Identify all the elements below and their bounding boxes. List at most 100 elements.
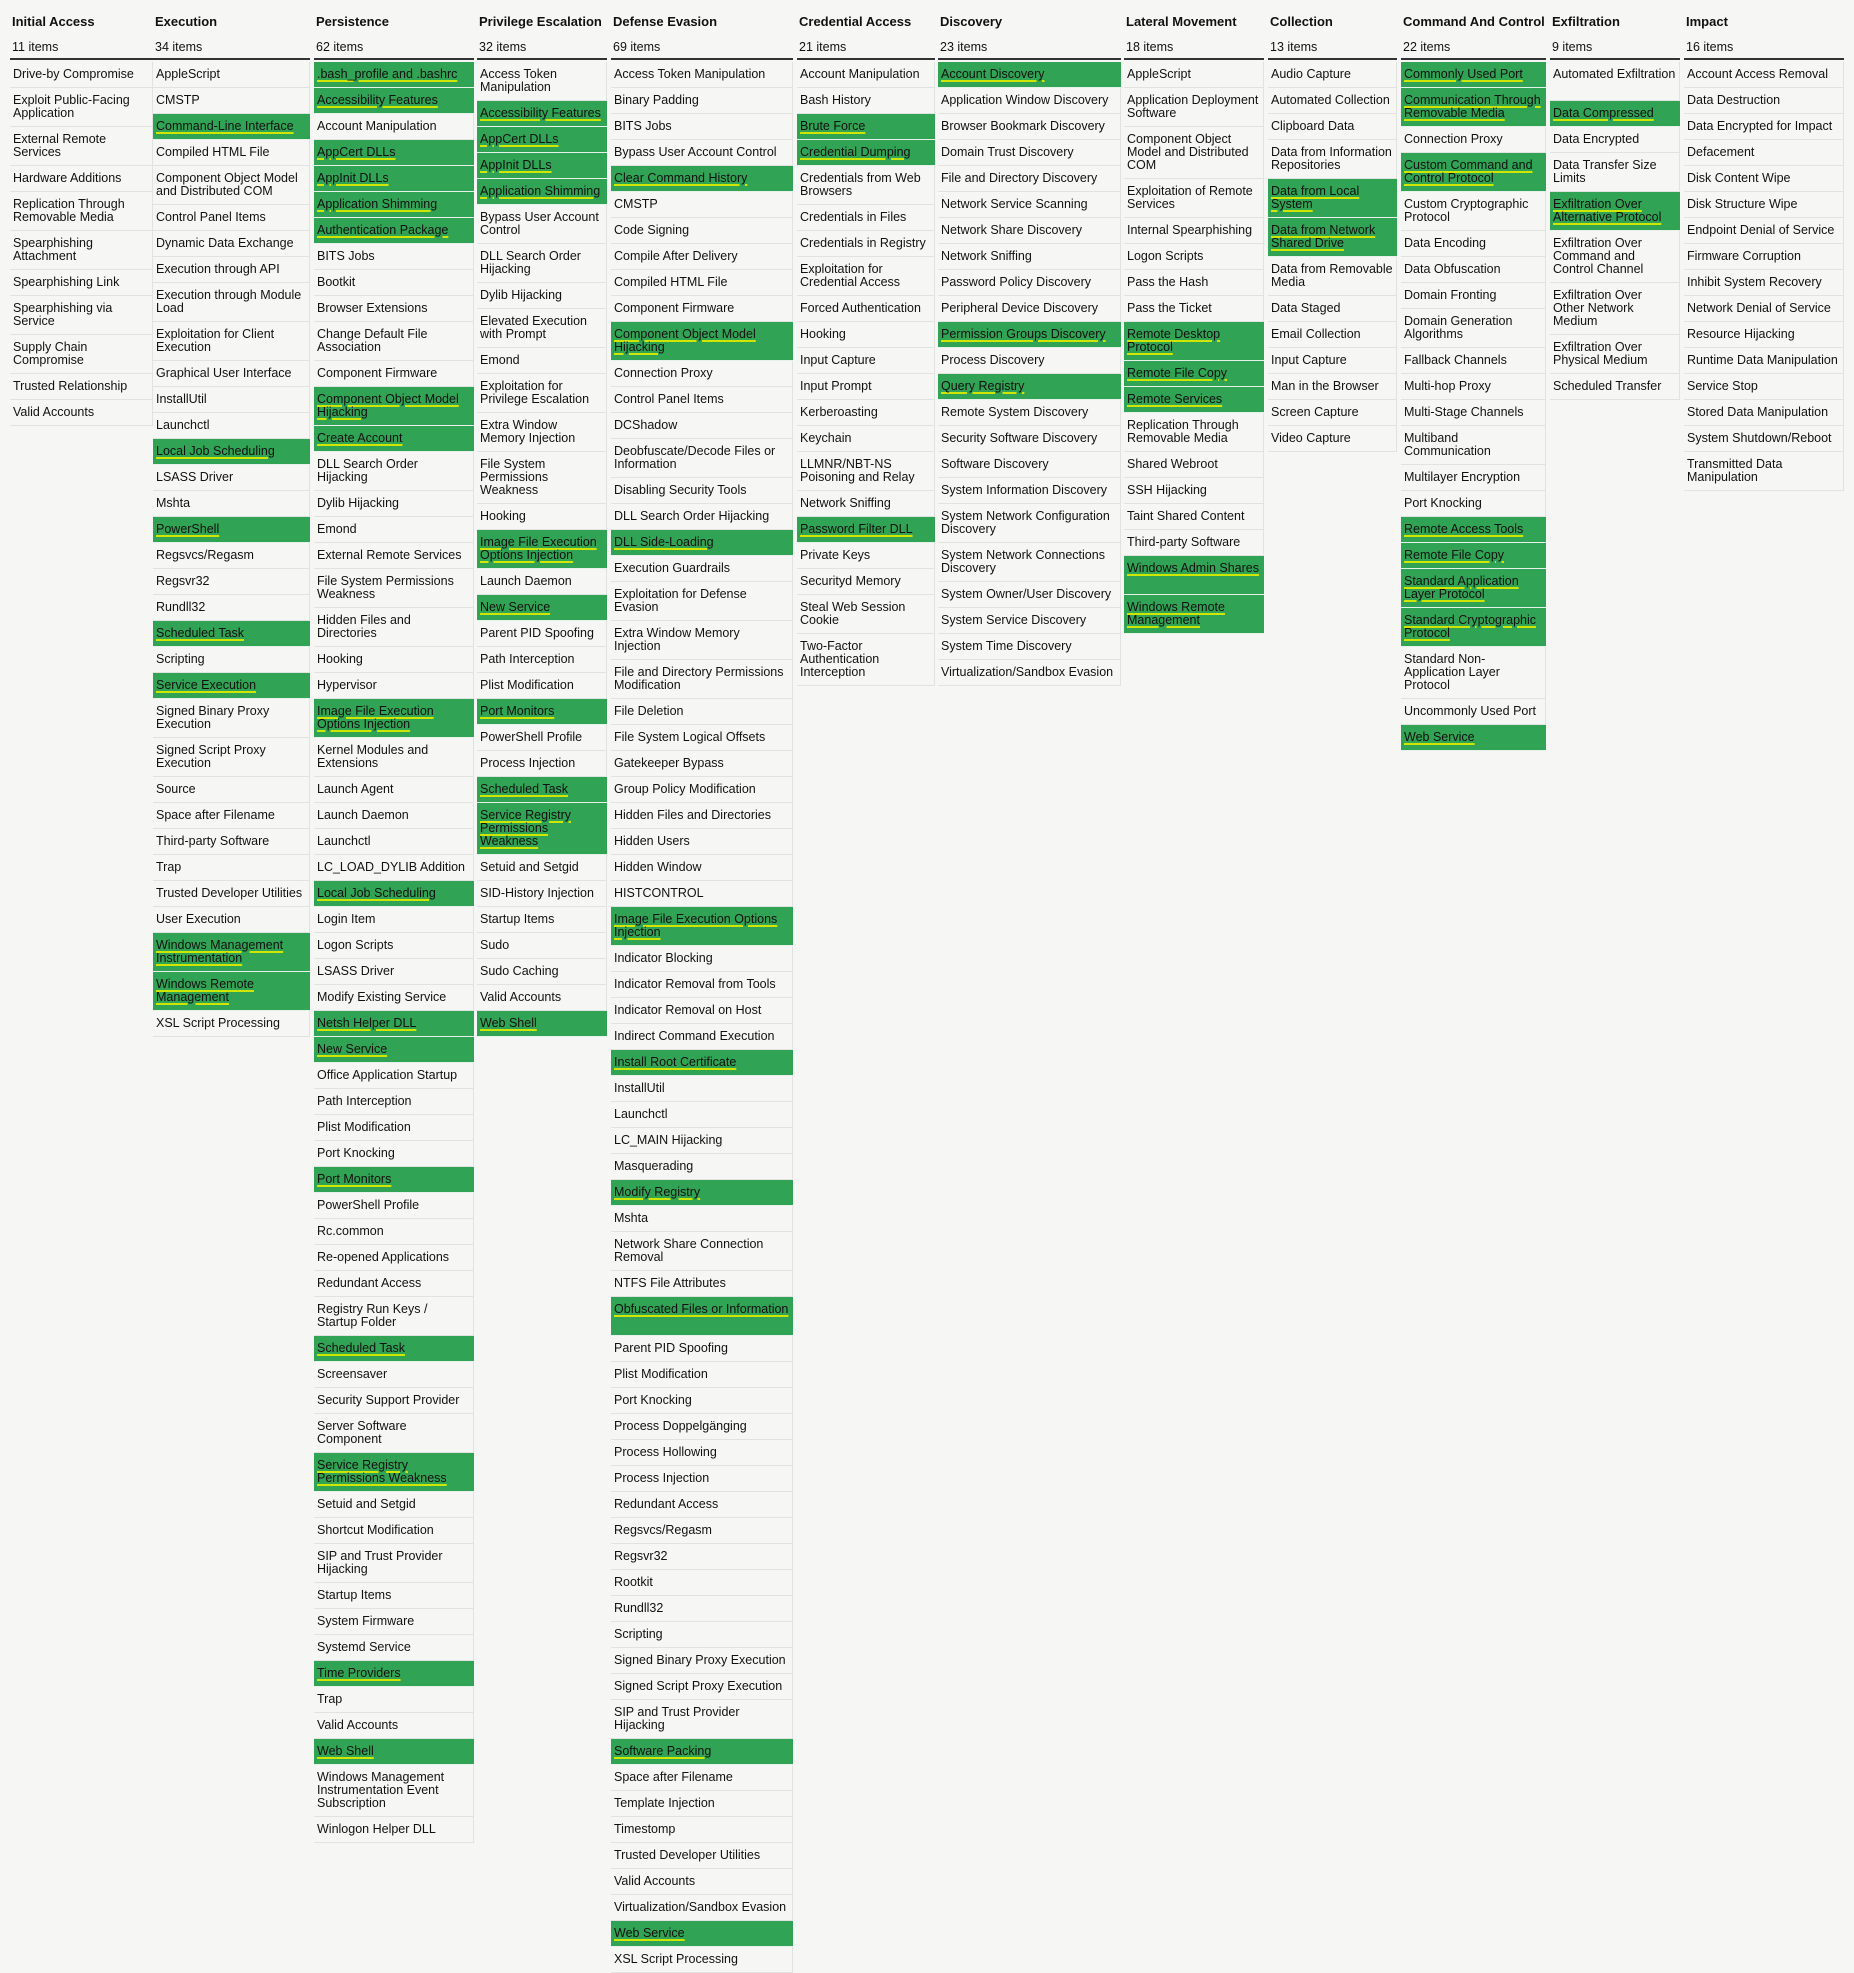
technique-cell-highlighted[interactable]: Modify Registry [611,1180,793,1206]
technique-cell[interactable]: Indicator Removal from Tools [611,972,793,998]
technique-cell[interactable]: Credentials in Files [797,205,935,231]
technique-cell-highlighted[interactable]: Communication Through Removable Media [1401,88,1546,127]
technique-cell[interactable]: Security Software Discovery [938,426,1121,452]
technique-cell[interactable]: Account Manipulation [314,114,474,140]
technique-cell[interactable]: Access Token Manipulation [477,62,607,101]
technique-cell[interactable]: Data from Information Repositories [1268,140,1397,179]
technique-cell-highlighted[interactable]: Component Object Model Hijacking [611,322,793,361]
technique-cell[interactable]: Bypass User Account Control [477,205,607,244]
technique-cell[interactable]: Drive-by Compromise [10,62,153,88]
technique-cell[interactable]: Screen Capture [1268,400,1397,426]
technique-cell[interactable]: Disabling Security Tools [611,478,793,504]
technique-cell[interactable]: AppleScript [153,62,310,88]
technique-cell[interactable]: Bash History [797,88,935,114]
technique-cell[interactable]: Endpoint Denial of Service [1684,218,1844,244]
technique-cell-highlighted[interactable]: Windows Admin Shares [1124,556,1264,595]
technique-cell[interactable]: Server Software Component [314,1414,474,1453]
technique-cell[interactable]: System Network Configuration Discovery [938,504,1121,543]
technique-cell[interactable]: PowerShell Profile [314,1193,474,1219]
technique-cell[interactable]: Component Firmware [314,361,474,387]
technique-cell[interactable]: Replication Through Removable Media [10,192,153,231]
technique-cell[interactable]: Private Keys [797,543,935,569]
technique-cell[interactable]: Signed Script Proxy Execution [153,738,310,777]
technique-cell[interactable]: Rootkit [611,1570,793,1596]
technique-cell-highlighted[interactable]: Install Root Certificate [611,1050,793,1076]
technique-cell[interactable]: Exploitation for Privilege Escalation [477,374,607,413]
technique-cell[interactable]: Forced Authentication [797,296,935,322]
technique-cell[interactable]: SIP and Trust Provider Hijacking [611,1700,793,1739]
technique-cell-highlighted[interactable]: DLL Side-Loading [611,530,793,556]
technique-cell[interactable]: Trusted Relationship [10,374,153,400]
technique-cell[interactable]: Input Capture [1268,348,1397,374]
technique-cell[interactable]: Template Injection [611,1791,793,1817]
technique-cell[interactable]: Exfiltration Over Physical Medium [1550,335,1680,374]
technique-cell[interactable]: Screensaver [314,1362,474,1388]
technique-cell[interactable]: Regsvcs/Regasm [153,543,310,569]
technique-cell[interactable]: Data Destruction [1684,88,1844,114]
technique-cell-highlighted[interactable]: Software Packing [611,1739,793,1765]
technique-cell[interactable]: Redundant Access [314,1271,474,1297]
technique-cell-highlighted[interactable]: Application Shimming [477,179,607,205]
technique-cell[interactable]: Compile After Delivery [611,244,793,270]
technique-cell[interactable]: Access Token Manipulation [611,62,793,88]
technique-cell[interactable]: Browser Extensions [314,296,474,322]
technique-cell[interactable]: File and Directory Discovery [938,166,1121,192]
technique-cell[interactable]: Indicator Blocking [611,946,793,972]
technique-cell[interactable]: Valid Accounts [477,985,607,1011]
technique-cell[interactable]: Network Share Connection Removal [611,1232,793,1271]
technique-cell-highlighted[interactable]: Custom Command and Control Protocol [1401,153,1546,192]
technique-cell[interactable]: Signed Script Proxy Execution [611,1674,793,1700]
technique-cell[interactable]: HISTCONTROL [611,881,793,907]
technique-cell[interactable]: Input Capture [797,348,935,374]
technique-cell[interactable]: Parent PID Spoofing [611,1336,793,1362]
technique-cell[interactable]: Graphical User Interface [153,361,310,387]
technique-cell[interactable]: Network Denial of Service [1684,296,1844,322]
technique-cell[interactable]: Plist Modification [314,1115,474,1141]
technique-cell-highlighted[interactable]: Query Registry [938,374,1121,400]
technique-cell[interactable]: Valid Accounts [314,1713,474,1739]
technique-cell[interactable]: Uncommonly Used Port [1401,699,1546,725]
technique-cell-highlighted[interactable]: Local Job Scheduling [314,881,474,907]
technique-cell[interactable]: Hardware Additions [10,166,153,192]
technique-cell[interactable]: Exploitation for Client Execution [153,322,310,361]
technique-cell[interactable]: Stored Data Manipulation [1684,400,1844,426]
technique-cell[interactable]: Launchctl [314,829,474,855]
technique-cell-highlighted[interactable]: AppInit DLLs [477,153,607,179]
technique-cell-highlighted[interactable]: Application Shimming [314,192,474,218]
technique-cell[interactable]: Emond [314,517,474,543]
technique-cell-highlighted[interactable]: Port Monitors [477,699,607,725]
technique-cell[interactable]: AppleScript [1124,62,1264,88]
technique-cell[interactable]: Input Prompt [797,374,935,400]
technique-cell[interactable]: Two-Factor Authentication Interception [797,634,935,686]
technique-cell[interactable]: Valid Accounts [611,1869,793,1895]
technique-cell[interactable]: Custom Cryptographic Protocol [1401,192,1546,231]
technique-cell[interactable]: Data Transfer Size Limits [1550,153,1680,192]
technique-cell-highlighted[interactable]: New Service [314,1037,474,1063]
technique-cell[interactable]: Data Obfuscation [1401,257,1546,283]
technique-cell[interactable]: Scripting [153,647,310,673]
technique-cell[interactable]: File System Permissions Weakness [314,569,474,608]
technique-cell[interactable]: Gatekeeper Bypass [611,751,793,777]
technique-cell-highlighted[interactable]: Data from Network Shared Drive [1268,218,1397,257]
technique-cell[interactable]: Re-opened Applications [314,1245,474,1271]
technique-cell[interactable]: Startup Items [314,1583,474,1609]
technique-cell[interactable]: Application Window Discovery [938,88,1121,114]
technique-cell[interactable]: Network Sniffing [938,244,1121,270]
technique-cell[interactable]: InstallUtil [611,1076,793,1102]
technique-cell-highlighted[interactable]: Account Discovery [938,62,1121,88]
technique-cell[interactable]: Account Manipulation [797,62,935,88]
technique-cell-highlighted[interactable]: Image File Execution Options Injection [611,907,793,946]
technique-cell[interactable]: Security Support Provider [314,1388,474,1414]
technique-cell[interactable]: DLL Search Order Hijacking [477,244,607,283]
technique-cell[interactable]: Supply Chain Compromise [10,335,153,374]
technique-cell[interactable]: Control Panel Items [611,387,793,413]
technique-cell[interactable]: LC_MAIN Hijacking [611,1128,793,1154]
technique-cell[interactable]: File System Logical Offsets [611,725,793,751]
technique-cell[interactable]: PowerShell Profile [477,725,607,751]
technique-cell[interactable]: Taint Shared Content [1124,504,1264,530]
technique-cell[interactable]: Indirect Command Execution [611,1024,793,1050]
technique-cell[interactable]: Shared Webroot [1124,452,1264,478]
technique-cell-highlighted[interactable]: Local Job Scheduling [153,439,310,465]
technique-cell[interactable]: Steal Web Session Cookie [797,595,935,634]
